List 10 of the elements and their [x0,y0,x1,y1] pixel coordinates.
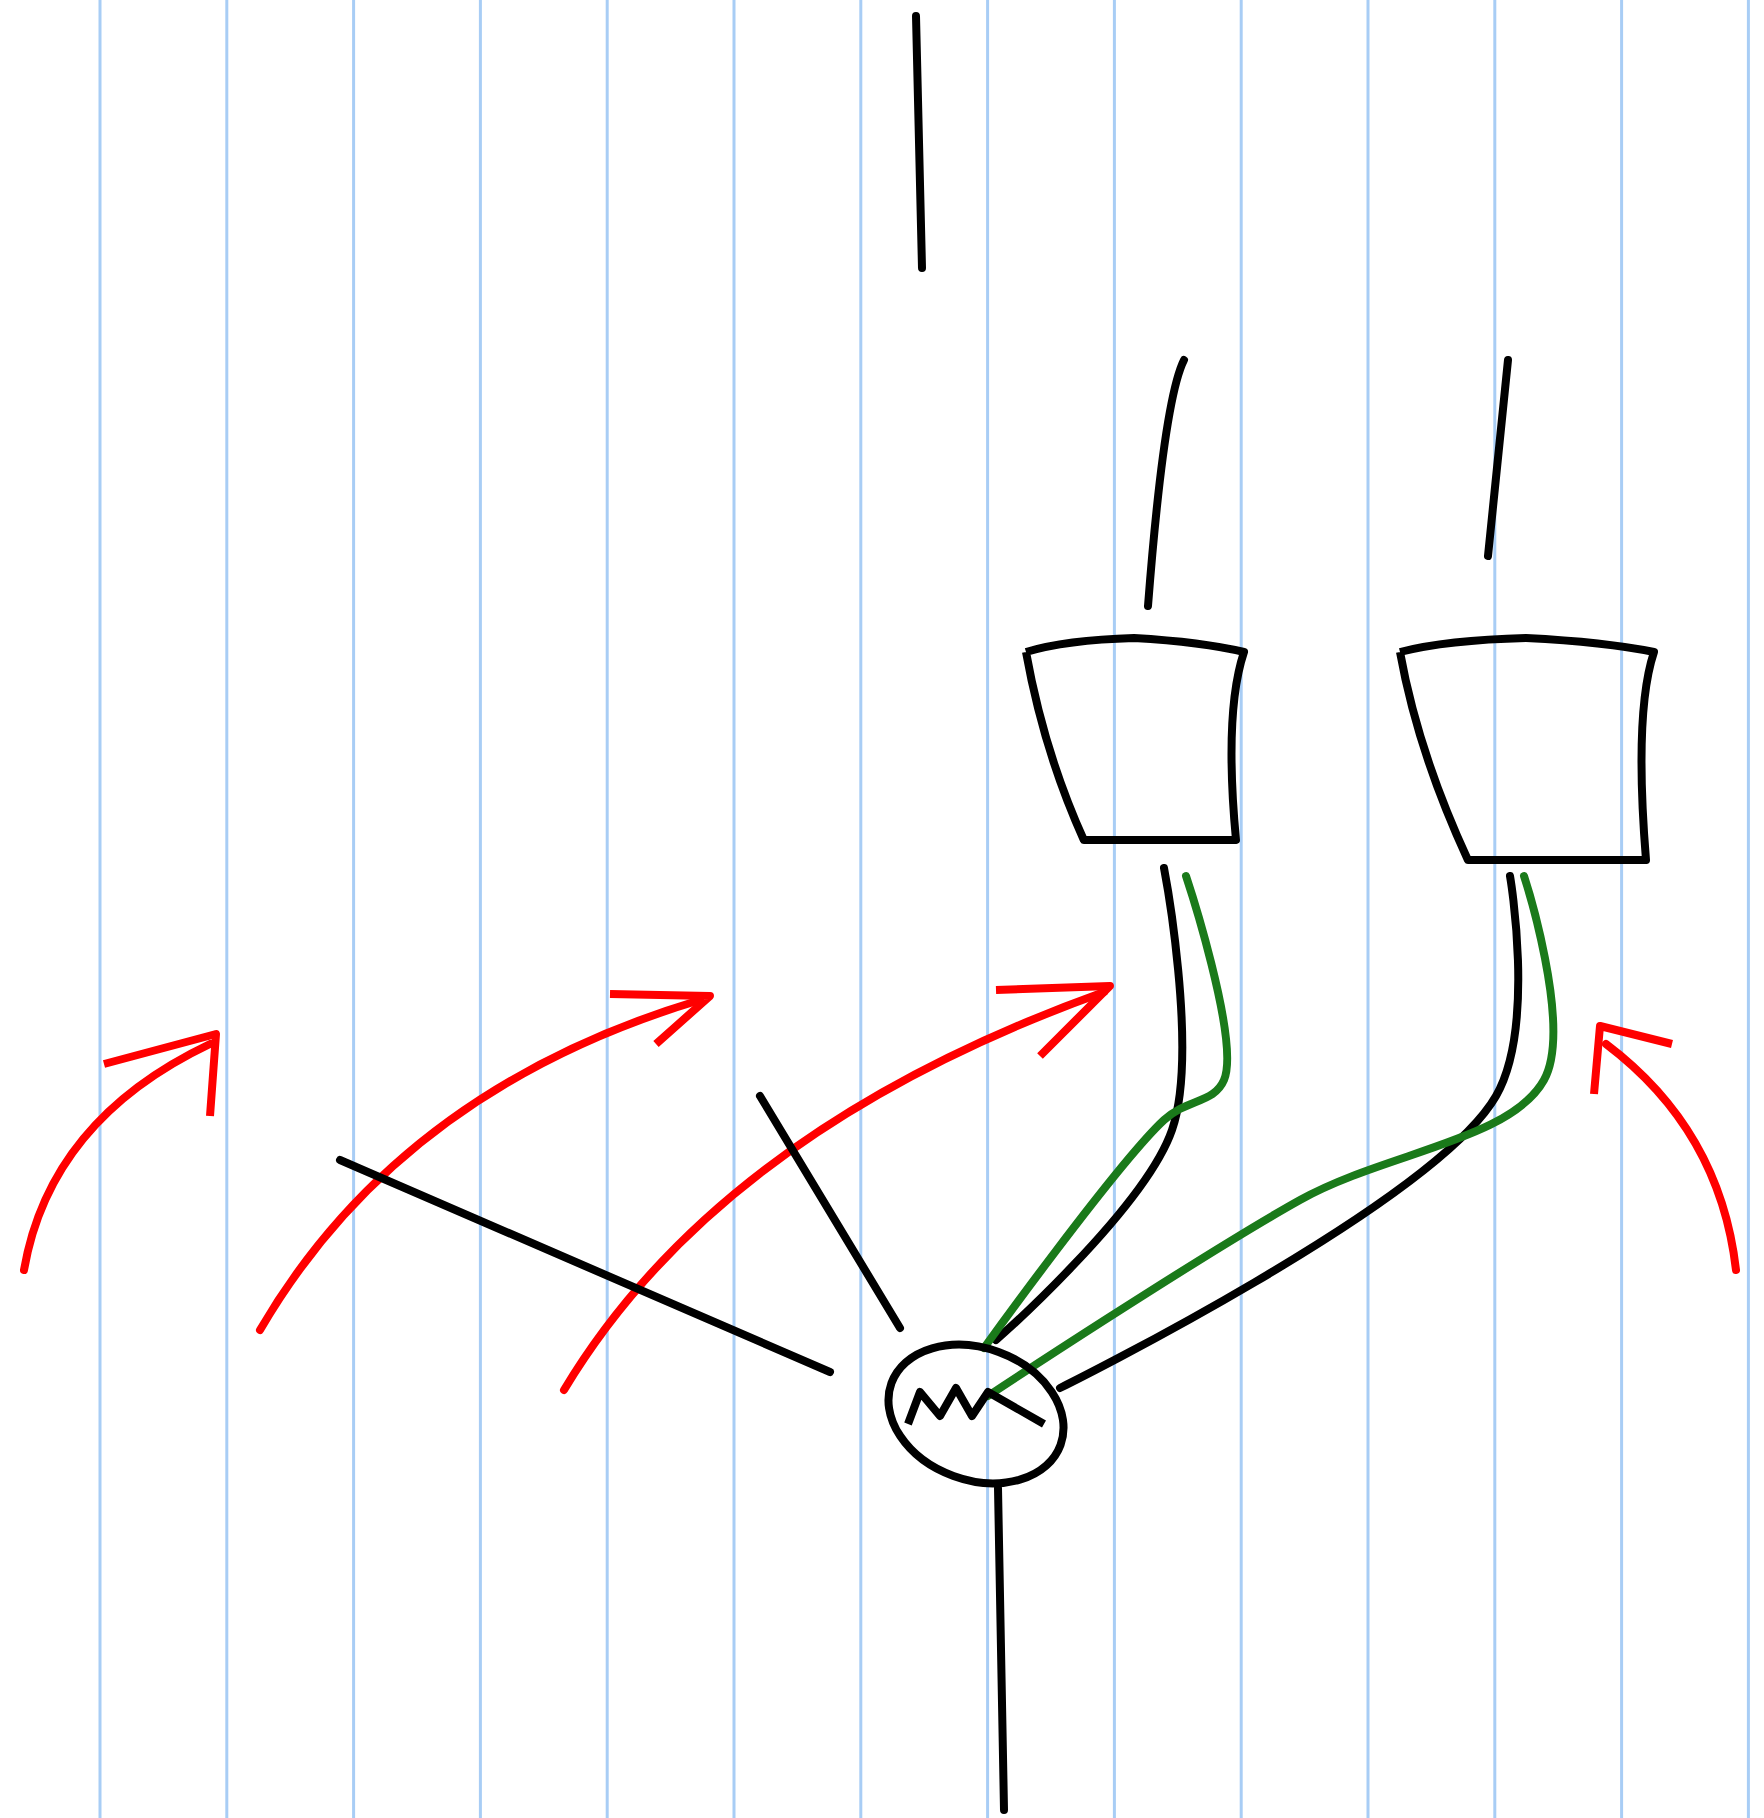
connector-line [1056,872,1523,1392]
bucket-shape [1394,632,1658,864]
connector-line [992,864,1187,1344]
connector-line [984,872,1558,1400]
bucket-shape [1020,632,1248,844]
connector-line [994,1484,1008,1814]
connector-line [980,872,1231,1352]
connector-line [336,1156,834,1376]
circle-symbol [880,1336,1072,1492]
connector-line [756,1092,904,1332]
